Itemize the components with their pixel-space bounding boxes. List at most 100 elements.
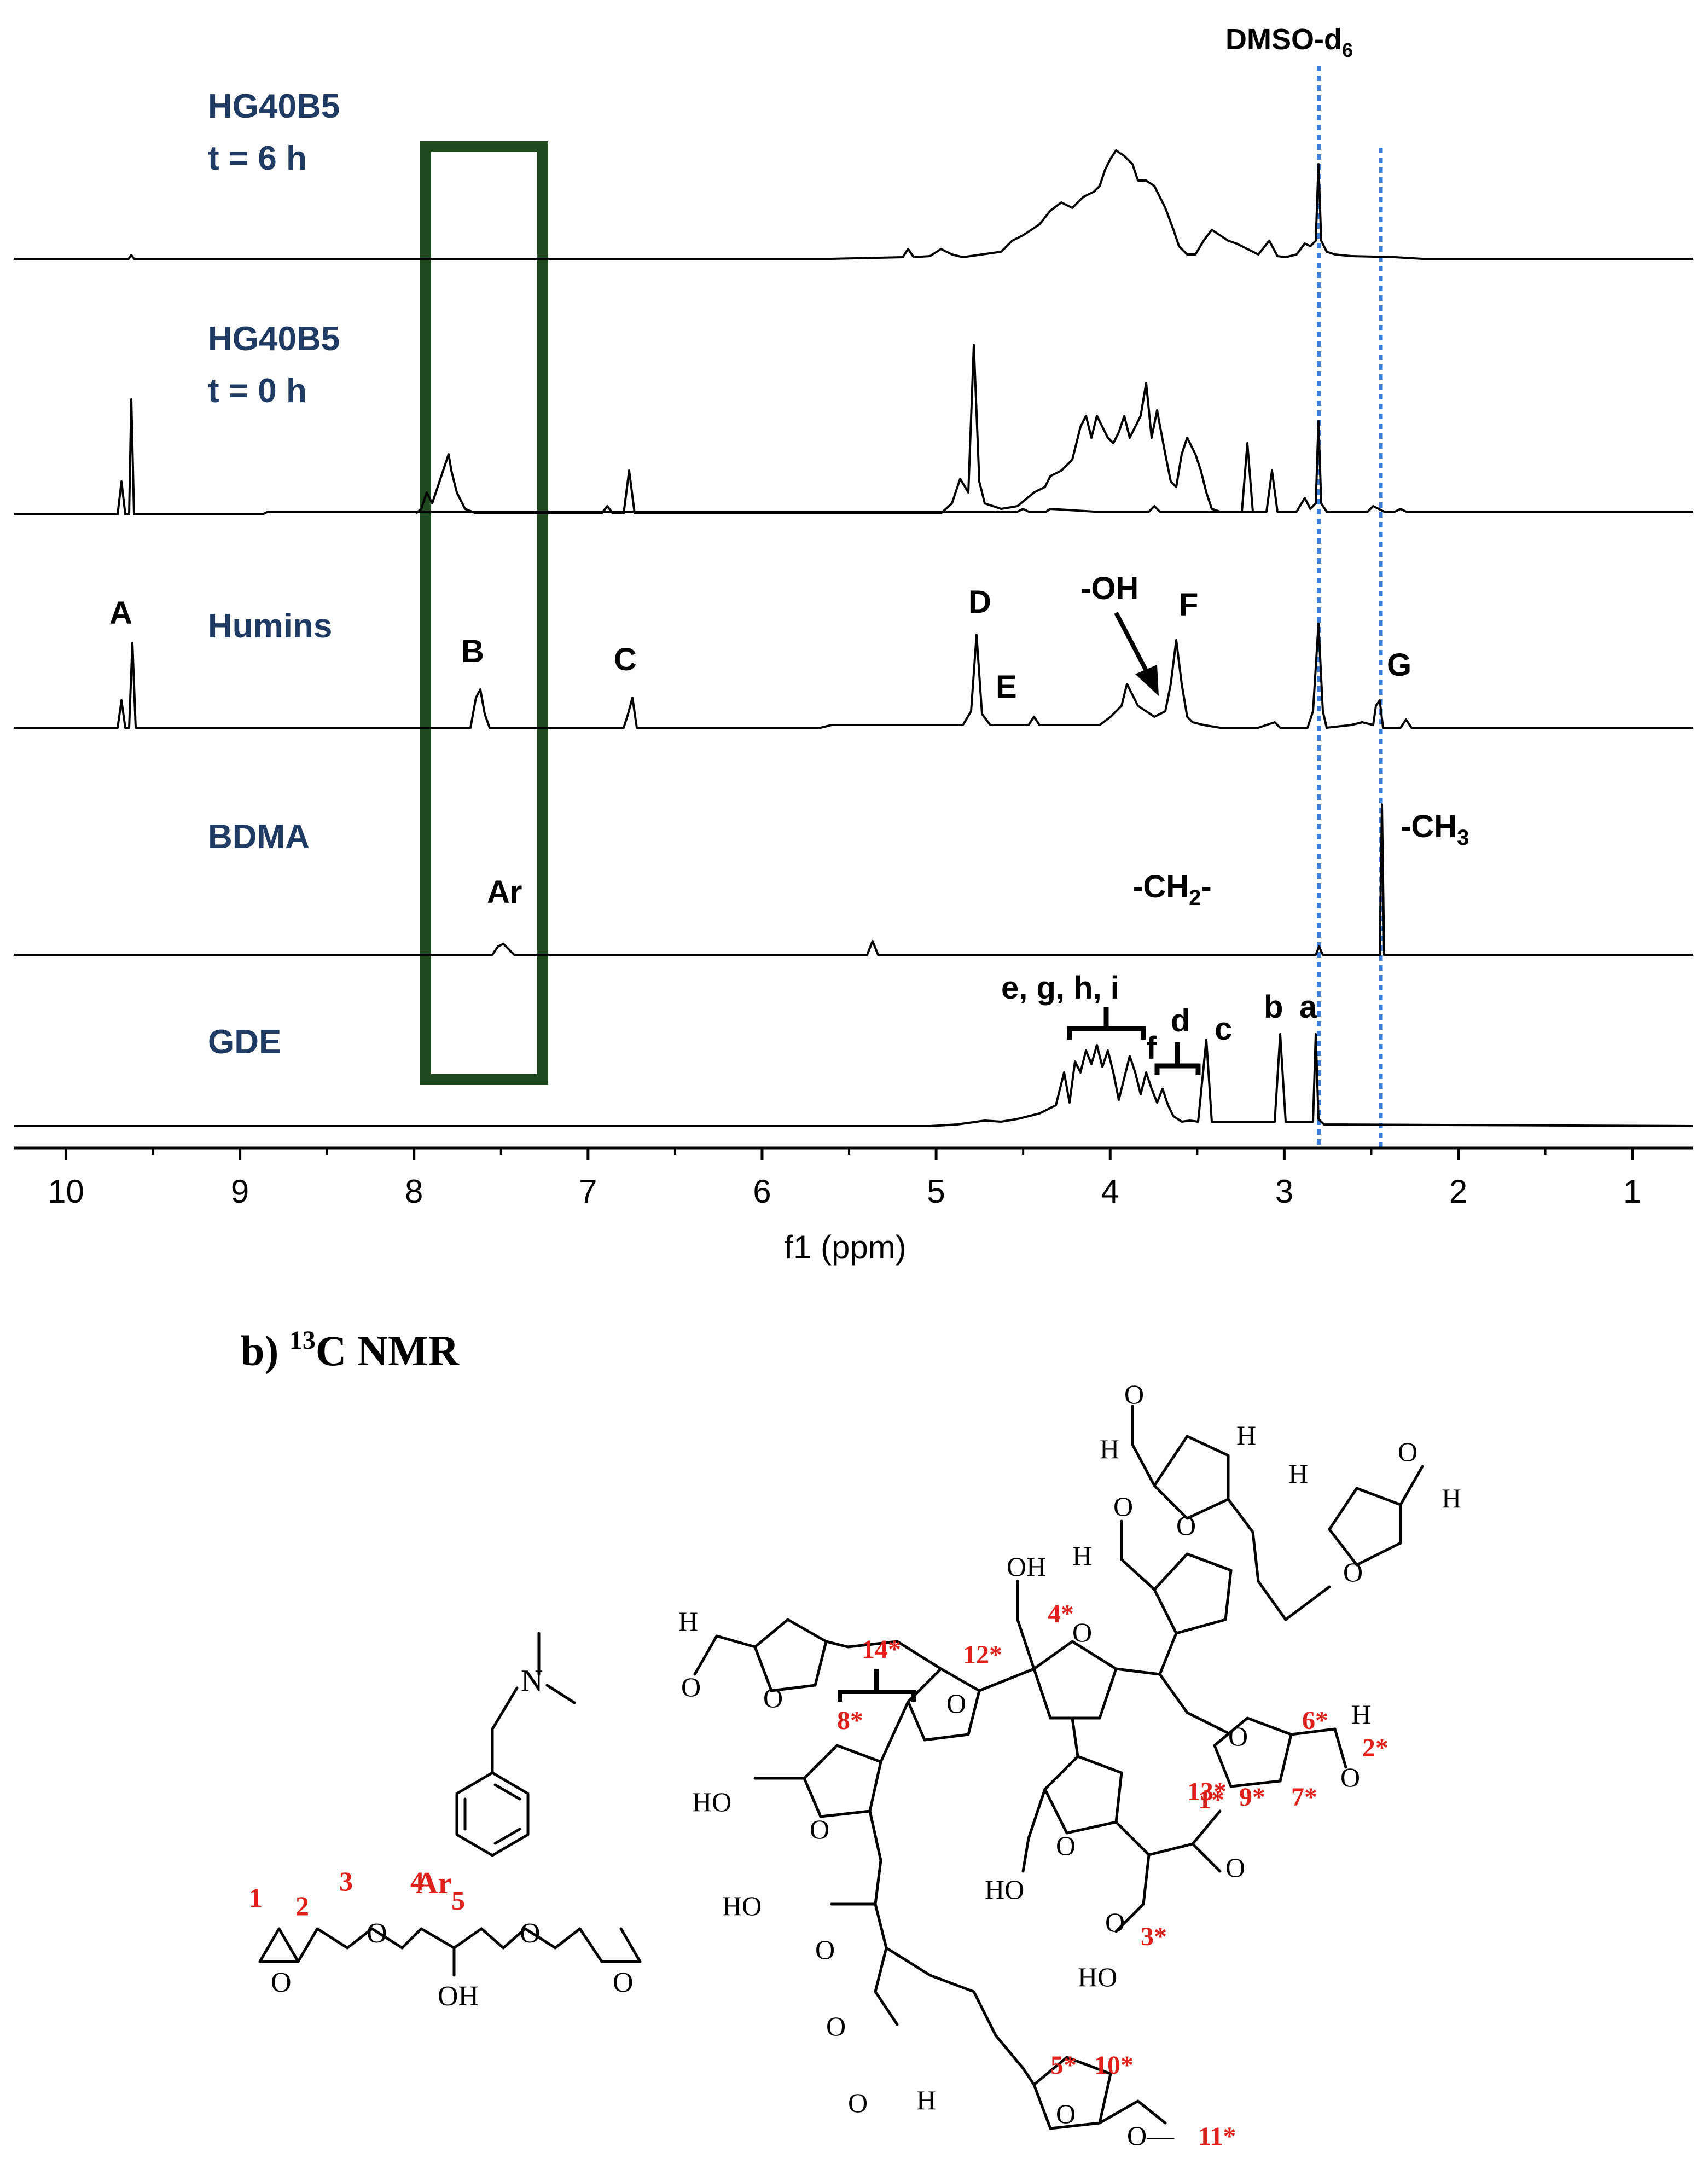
peak-label-ch2: -CH2- xyxy=(1132,869,1212,910)
humin-main-ch2oh xyxy=(1016,1618,1036,1670)
gde-num-3: 3 xyxy=(339,1866,353,1896)
humin-bottom-ald xyxy=(874,1946,888,1993)
humin-bottom-ald-2 xyxy=(874,1990,899,2026)
humin-acid-chain-4 xyxy=(1191,1842,1222,1873)
humin-o-furan-left: O xyxy=(810,1814,829,1844)
gde-num-1: 1 xyxy=(249,1882,263,1913)
humin-chain-1 xyxy=(1251,1530,1260,1583)
peak-label-d-upper: D xyxy=(968,584,991,620)
label-gde: GDE xyxy=(208,1023,281,1061)
humin-num-10: 10* xyxy=(1094,2051,1134,2080)
gde-atom-numbers: 1 2 3 4 5 xyxy=(249,1866,465,1921)
label-hg6-line2: t = 6 h xyxy=(208,140,307,177)
humin-furan-bottom xyxy=(1032,2056,1112,2130)
humin-midleft-link xyxy=(978,1667,1036,1692)
humin-num-12: 12* xyxy=(963,1640,1002,1669)
gde-o-ether-2: O xyxy=(520,1918,541,1949)
panel-a-1h-nmr: HG40B5 t = 6 h HG40B5 t = 0 h Humins BDM… xyxy=(14,23,1694,1266)
x-axis-title: f1 (ppm) xyxy=(784,1229,906,1266)
humin-left-link xyxy=(879,1700,910,1763)
humin-h-right-ald: H xyxy=(1442,1483,1461,1513)
bdma-structure xyxy=(455,1632,576,1857)
peak-brackets xyxy=(1067,1007,1201,1075)
humin-center-cho xyxy=(1120,1558,1156,1591)
bdma-ring-double-2 xyxy=(493,1828,521,1845)
gde-structure xyxy=(258,1927,642,1977)
humin-furan-top xyxy=(1153,1435,1230,1520)
spectrum-trace-gde xyxy=(14,1033,1694,1127)
humin-num-7: 7* xyxy=(1291,1783,1317,1812)
humin-o-top-ald: O xyxy=(1124,1379,1144,1409)
bracket-14 xyxy=(838,1690,916,1702)
x-tick-label: 6 xyxy=(753,1173,771,1210)
bdma-n-me2-bond xyxy=(545,1684,576,1704)
x-tick-label: 9 xyxy=(231,1173,249,1210)
peak-label-ch3: -CH3 xyxy=(1401,809,1469,850)
x-tick-label: 8 xyxy=(405,1173,423,1210)
bdma-ring-double-1 xyxy=(493,1783,521,1801)
humin-num-1: 1* xyxy=(1198,1785,1224,1814)
panel-b-title: b) 13C NMR xyxy=(241,1326,460,1374)
humin-o-farleft-ald: O xyxy=(681,1672,701,1702)
humin-bottom-ether-1 xyxy=(1098,2099,1140,2125)
humin-ho-acid: HO xyxy=(1078,1962,1117,1992)
humin-num-2: 2* xyxy=(1362,1733,1389,1762)
humin-main-link-right xyxy=(1114,1667,1161,1676)
humin-atom-numbers: 1* 2* 3* 4* 5* 6* 7* 8* 9* 10* 11* 12* 1… xyxy=(837,1599,1389,2151)
humin-ho-bottom: HO xyxy=(722,1890,762,1921)
humin-o-furan-far-left: O xyxy=(763,1683,783,1713)
humin-furan-left xyxy=(803,1744,882,1818)
peak-label-a-upper: A xyxy=(109,595,132,631)
bracket-d xyxy=(1154,1063,1201,1075)
humin-bridge-right-2 xyxy=(1186,1711,1233,1736)
humin-acid-chain-5 xyxy=(1142,1853,1151,1906)
x-tick-label: 7 xyxy=(579,1173,597,1210)
peak-label-f: f xyxy=(1146,1030,1157,1066)
humin-ho-lower: HO xyxy=(985,1874,1024,1905)
aromatic-highlight-box xyxy=(420,141,548,1085)
humin-num-13: 13* xyxy=(1187,1777,1227,1806)
humin-h-top-2: H xyxy=(1288,1458,1308,1489)
humin-furan-center-top xyxy=(1153,1552,1233,1635)
humin-acid-chain-3 xyxy=(1191,1809,1222,1846)
oh-arrow-shaft xyxy=(1114,612,1151,677)
label-hg0-line1: HG40B5 xyxy=(208,320,340,358)
humin-acid-chain-1 xyxy=(1114,1820,1151,1857)
bdma-n-atom: N xyxy=(521,1664,543,1698)
label-hg6-line1: HG40B5 xyxy=(208,88,340,125)
humin-o-acid: O xyxy=(1105,1907,1125,1937)
humin-right-link xyxy=(1284,1585,1331,1621)
humin-bottom-ether-2 xyxy=(1136,2099,1167,2125)
humin-lower-link xyxy=(1071,1716,1079,1758)
spectrum-trace-hg6 xyxy=(14,149,1693,260)
gde-o-epoxide-left: O xyxy=(271,1967,292,1998)
humin-h-top-ald: H xyxy=(1100,1434,1119,1464)
humin-oh-main: OH xyxy=(1007,1551,1046,1582)
bdma-cn-bond xyxy=(491,1686,519,1731)
gde-chain xyxy=(297,1927,642,1963)
humin-furan-6 xyxy=(1213,1716,1293,1788)
humin-h-top-1: H xyxy=(1236,1420,1256,1451)
solvent-label: DMSO-d6 xyxy=(1225,23,1353,61)
label-bdma: BDMA xyxy=(208,818,310,856)
humin-bridge-right xyxy=(1158,1673,1189,1714)
gde-left-epoxide xyxy=(258,1927,300,1963)
bdma-ar-label: Ar xyxy=(416,1866,451,1900)
humin-h-farleft-ald: H xyxy=(678,1606,698,1637)
humin-o-center-ald: O xyxy=(1113,1491,1133,1522)
humin-bottom-furan-link xyxy=(1021,2067,1036,2086)
peak-label-f-upper: F xyxy=(1179,587,1198,623)
humin-furan-right xyxy=(1328,1487,1402,1567)
peak-label-oh: -OH xyxy=(1080,571,1138,606)
humin-o-bottom-ketone-1: O xyxy=(815,1934,835,1965)
peak-labels: A B C D E -OH F G Ar -CH2- -CH3 e, g, h,… xyxy=(109,571,1469,1066)
humin-right-cho xyxy=(1399,1465,1424,1506)
humin-furan-far-left xyxy=(753,1618,828,1692)
humin-furan-mid-left xyxy=(907,1667,981,1742)
humin-o-furan-top: O xyxy=(1176,1510,1196,1541)
peak-label-e-upper: E xyxy=(996,669,1017,705)
humin-h-center-ald: H xyxy=(1072,1540,1092,1571)
